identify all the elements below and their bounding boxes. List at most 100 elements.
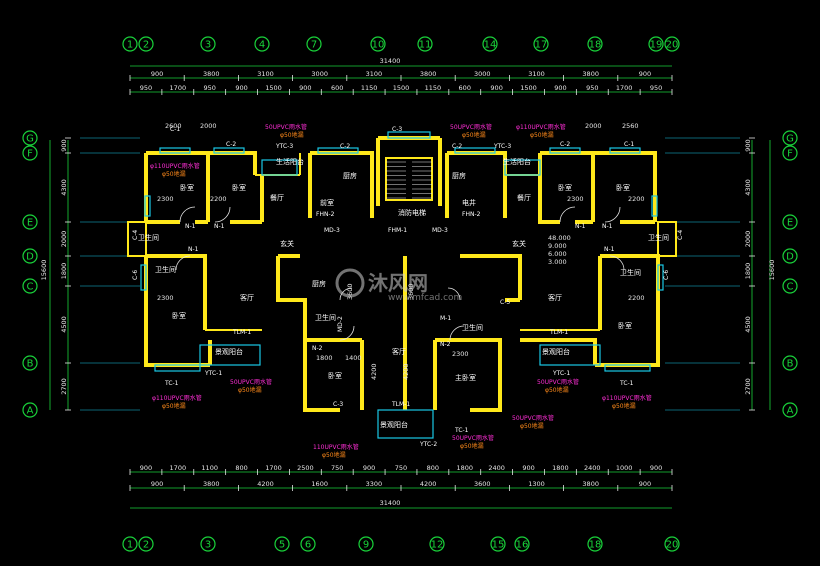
- pipe-note-8b: φ50地漏: [612, 402, 636, 410]
- axis-label: 3: [205, 40, 211, 51]
- elevation-value: 9.000: [548, 242, 567, 250]
- room-bedroom-2: 卧室: [232, 183, 246, 192]
- label-c3-top: C-3: [392, 126, 402, 133]
- dim-label: 1500: [520, 84, 537, 92]
- label-c2-right: C-2: [560, 141, 570, 148]
- dim-label: 2500: [297, 464, 314, 472]
- dim-label: 3100: [528, 70, 545, 78]
- room-front: 前室: [320, 198, 334, 207]
- dim-2300-c: 2300: [157, 294, 174, 302]
- axis-marker: C: [22, 278, 38, 294]
- axis-label: A: [27, 406, 34, 417]
- dim-label: 3800: [203, 480, 220, 488]
- axis-marker: A: [22, 402, 38, 418]
- dim-2000-a: 2000: [200, 122, 217, 130]
- dim-label: 1600: [311, 480, 328, 488]
- dim-label: 1300: [528, 480, 545, 488]
- room-dining-right: 餐厅: [517, 193, 531, 202]
- label-n2: N-2: [440, 341, 451, 348]
- axis-label: 9: [363, 540, 369, 551]
- dim-label: 4500: [744, 316, 752, 333]
- dim-label: 2700: [60, 378, 68, 395]
- dim-label: 2400: [584, 464, 601, 472]
- label-fhm1: FHM-1: [388, 227, 407, 234]
- dim-label: 4300: [744, 179, 752, 196]
- axis-label: 17: [535, 40, 548, 51]
- room-util-left: 生活阳台: [276, 157, 304, 166]
- room-kitchen-right: 厨房: [452, 171, 466, 180]
- room-bath-right: 卫生间: [620, 268, 641, 277]
- stair-steps: [386, 161, 432, 199]
- axis-label: 18: [589, 540, 602, 551]
- label-n2-b: N-2: [312, 345, 323, 352]
- axis-label: G: [26, 134, 34, 145]
- label-tc1-left: TC-1: [164, 380, 179, 387]
- dim-4200-b: 4200: [370, 363, 378, 380]
- axis-marker: C: [782, 278, 798, 294]
- room-bath-centre-right: 卫生间: [462, 323, 483, 332]
- axis-marker: 1: [122, 536, 138, 552]
- dim-label: 950: [140, 84, 152, 92]
- room-master-bedroom: 主卧室: [455, 373, 476, 382]
- watermark-text: 沐风网: [368, 271, 428, 295]
- total-width-bottom: 31400: [380, 499, 401, 507]
- label-n1-b: N-1: [575, 223, 586, 230]
- dim-label: 3100: [257, 70, 274, 78]
- dim-2200-a: 2200: [210, 195, 227, 203]
- label-tc1-right: TC-1: [619, 380, 634, 387]
- axis-label: 2: [143, 540, 149, 551]
- axis-marker: 12: [429, 536, 445, 552]
- dim-label: 950: [586, 84, 598, 92]
- dim-2600-a: 2600: [165, 122, 182, 130]
- axis-extension-lines: [80, 137, 740, 411]
- room-dining-left: 餐厅: [270, 193, 284, 202]
- axis-marker: F: [782, 145, 798, 161]
- axis-label: D: [26, 252, 34, 263]
- pipe-note-1: 50UPVC雨水管: [265, 123, 307, 131]
- label-n1-d: N-1: [604, 246, 615, 253]
- label-c1-left: C-1: [170, 126, 180, 133]
- dim-label: 4500: [60, 316, 68, 333]
- watermark-url: www.mfcad.com: [388, 293, 462, 303]
- dim-label: 4300: [60, 179, 68, 196]
- label-tlm1-right: TLM-1: [549, 329, 568, 336]
- doors: [175, 206, 625, 341]
- dim-label: 3800: [582, 480, 599, 488]
- label-c4-right: C-4: [677, 230, 684, 240]
- elevation-value: 48.000: [548, 234, 571, 242]
- dim-label: 800: [427, 464, 439, 472]
- dim-label: 900: [235, 84, 247, 92]
- dim-label: 950: [203, 84, 215, 92]
- axis-label: 20: [666, 40, 679, 51]
- dim-3600: 3600: [407, 283, 415, 300]
- dim-label: 1500: [393, 84, 410, 92]
- label-md3-b: MD-3: [432, 227, 448, 234]
- label-tlm1-left: TLM-1: [232, 329, 251, 336]
- label-c2-left: C-2: [226, 141, 236, 148]
- dim-label: 4200: [420, 480, 437, 488]
- dim-label: 900: [650, 464, 662, 472]
- room-bedroom-4: 卧室: [558, 183, 572, 192]
- pipe-note-3b: φ50地漏: [530, 131, 554, 139]
- label-c5: C-5: [500, 299, 510, 306]
- dim-label: 900: [639, 480, 651, 488]
- dim-label: 2000: [744, 231, 752, 248]
- axis-marker: 9: [358, 536, 374, 552]
- label-c4-left: C-4: [132, 230, 139, 240]
- axis-marker: 2: [138, 36, 154, 52]
- axis-label: 10: [372, 40, 385, 51]
- label-md3: MD-3: [324, 227, 340, 234]
- axis-label: D: [786, 252, 794, 263]
- dim-label: 1150: [361, 84, 378, 92]
- axis-label: 2: [143, 40, 149, 51]
- room-balcony-left: 景观阳台: [215, 347, 243, 356]
- axis-label: 3: [205, 540, 211, 551]
- pipe-note-5b: φ50地漏: [238, 386, 262, 394]
- label-fhn2-b: FHN-2: [316, 211, 335, 218]
- label-c3-centre: C-3: [333, 401, 343, 408]
- dim-label: 1700: [265, 464, 282, 472]
